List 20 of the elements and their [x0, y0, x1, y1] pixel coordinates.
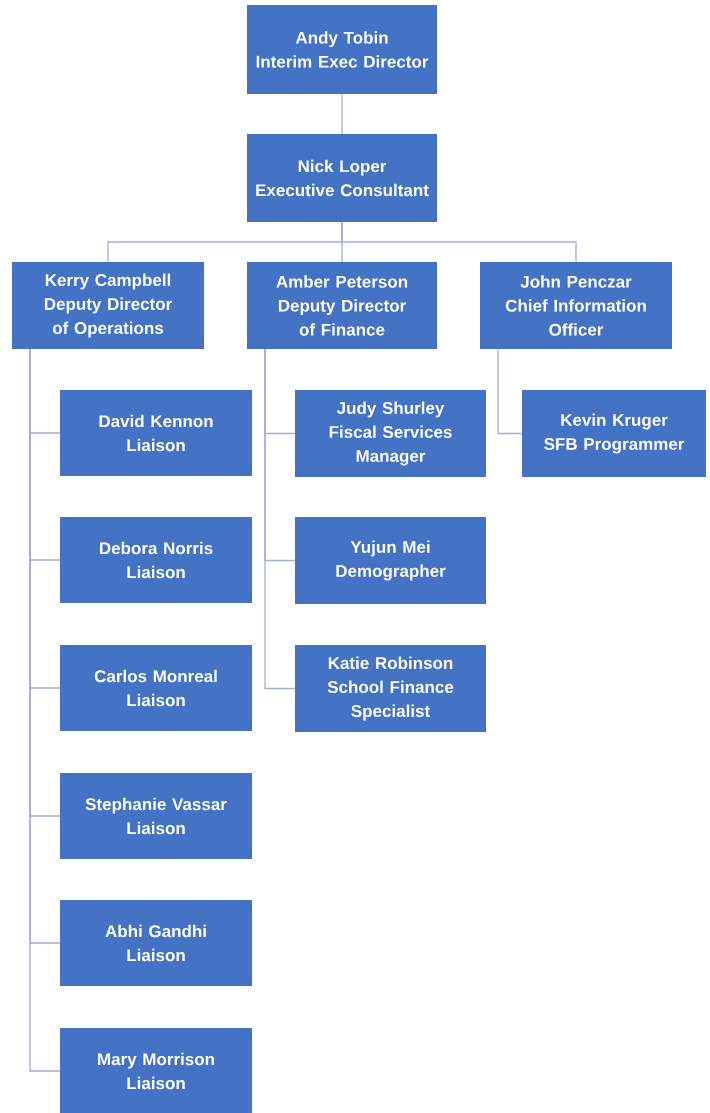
- staff-box: John Penczar Chief Information Officer: [480, 262, 672, 349]
- staff-box: Stephanie Vassar Liaison: [60, 773, 252, 859]
- staff-box: Judy Shurley Fiscal Services Manager: [295, 390, 486, 477]
- staff-box: Kevin Kruger SFB Programmer: [522, 390, 706, 477]
- staff-box: Mary Morrison Liaison: [60, 1028, 252, 1113]
- connector-line: [341, 93, 343, 135]
- connector-line: [264, 348, 296, 690]
- staff-box: Katie Robinson School Finance Specialist: [295, 645, 486, 732]
- staff-box: Amber Peterson Deputy Director of Finance: [247, 262, 437, 349]
- staff-box: David Kennon Liaison: [60, 390, 252, 476]
- connector-line: [341, 221, 577, 263]
- connector-line: [29, 348, 61, 1072]
- staff-box: Andy Tobin Interim Exec Director: [247, 5, 437, 94]
- staff-box: Yujun Mei Demographer: [295, 517, 486, 604]
- staff-box: Debora Norris Liaison: [60, 517, 252, 603]
- staff-box: Nick Loper Executive Consultant: [247, 134, 437, 222]
- staff-box: Abhi Gandhi Liaison: [60, 900, 252, 986]
- connector-line: [497, 348, 523, 435]
- staff-box: Carlos Monreal Liaison: [60, 645, 252, 731]
- staff-box: Kerry Campbell Deputy Director of Operations: [12, 262, 204, 349]
